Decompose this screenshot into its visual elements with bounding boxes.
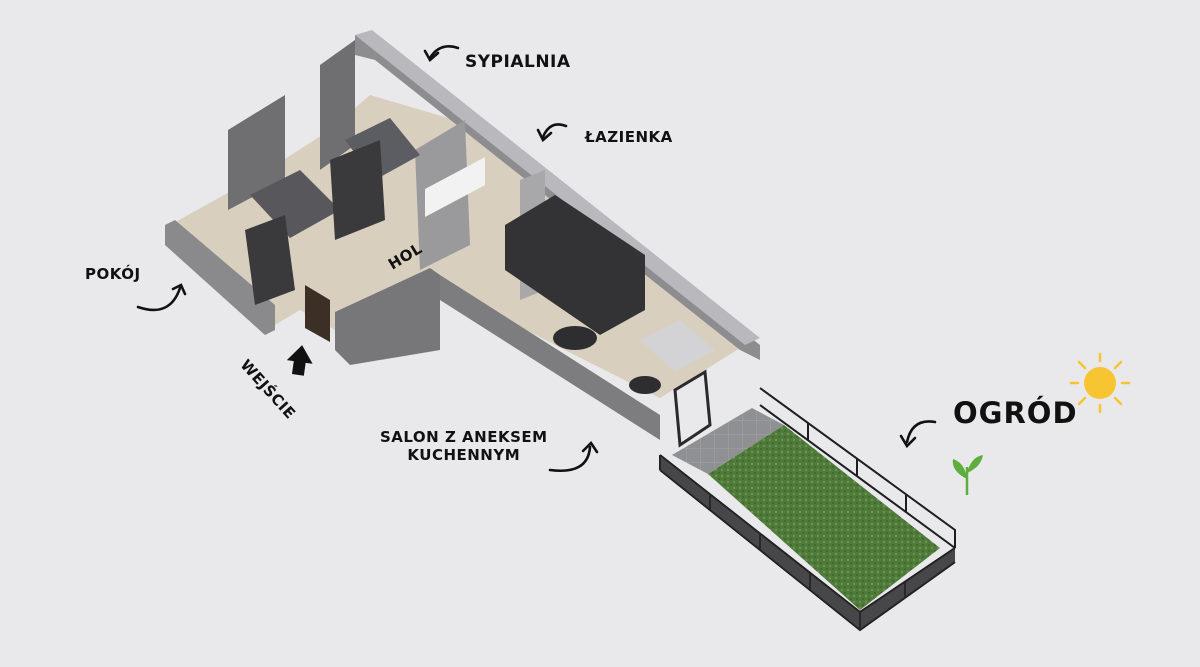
- label-salon-line2: KUCHENNYM: [407, 446, 521, 464]
- entrance-door: [305, 285, 330, 342]
- label-salon-line1: SALON Z ANEKSEM: [380, 428, 548, 446]
- apartment: [165, 30, 760, 448]
- coffee-table: [629, 376, 661, 394]
- label-pokoj: POKÓJ: [85, 265, 141, 283]
- garden: [659, 387, 956, 632]
- entrance-arrow-icon: [286, 345, 313, 376]
- sprout-icon: [952, 455, 983, 495]
- wardrobe-room: [245, 215, 295, 305]
- lawn: [708, 425, 940, 610]
- curved-arrow-icon: [136, 45, 937, 473]
- wall-left: [165, 220, 275, 335]
- label-ogrod: OGRÓD: [953, 396, 1078, 430]
- wall-room-left: [228, 95, 285, 210]
- bathtub: [425, 157, 485, 218]
- label-salon: SALON Z ANEKSEM KUCHENNYM: [380, 428, 548, 464]
- wall-bedroom-left: [320, 40, 355, 170]
- dining-table: [553, 326, 597, 350]
- wall-back-top: [355, 30, 760, 345]
- wall-front-salon: [440, 275, 660, 440]
- sofa: [640, 320, 715, 372]
- label-lazienka: ŁAZIENKA: [585, 128, 673, 146]
- balcony-door: [673, 369, 712, 448]
- kitchen-cabinets: [505, 195, 645, 335]
- label-sypialnia: SYPIALNIA: [465, 52, 571, 72]
- wall-front-entrance: [335, 268, 440, 365]
- bed-room: [250, 170, 340, 238]
- terrace: [672, 408, 784, 474]
- sun-icon: [1069, 352, 1131, 414]
- wardrobe-bedroom: [330, 140, 385, 240]
